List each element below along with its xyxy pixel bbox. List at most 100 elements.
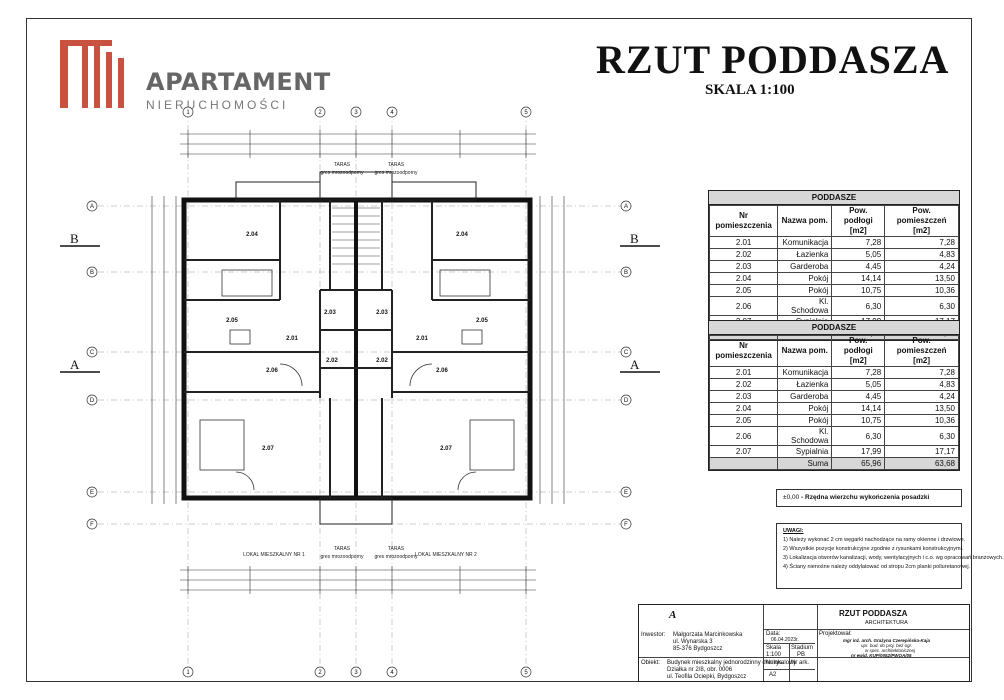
table-cell: 4,83: [884, 378, 959, 391]
room-label: 2.04: [246, 232, 258, 238]
designer-line: w spec. architektonicznej: [865, 648, 916, 653]
col-header: Nr pomieszczenia: [708, 205, 779, 237]
table-cell: 13,50: [884, 402, 959, 415]
room-label: 2.06: [266, 368, 278, 374]
room-label: 2.01: [286, 336, 298, 342]
object-label: Obiekt:: [641, 660, 661, 666]
section-marker: A: [630, 357, 640, 372]
title-block-drawing-title: RZUT PODDASZA: [839, 609, 908, 618]
table-cell: 2.01: [708, 366, 779, 379]
investor-line: ul. Wynarska 3: [673, 639, 713, 645]
designer-label: Projektował:: [819, 631, 852, 637]
table-cell: 6,30: [884, 426, 959, 446]
table-cell: 10,75: [831, 414, 886, 427]
table-cell: 17,99: [831, 445, 886, 458]
terrace-material: gres mrozoodporny: [320, 554, 364, 560]
unit-label: LOKAL MIESZKALNY NR 1: [243, 552, 305, 558]
brand-name: APARTAMENT: [146, 68, 331, 96]
grid-label: F: [90, 522, 94, 528]
title-block-divider: [639, 657, 969, 658]
table-cell: 2.04: [708, 272, 779, 285]
grid-label: 1: [186, 670, 190, 676]
table-cell: 7,28: [831, 236, 886, 249]
table-cell: 65,96: [831, 457, 886, 470]
title-block-logo: A: [669, 609, 677, 621]
title-block-discipline: ARCHITEKTURA: [865, 620, 908, 626]
grid-label: C: [90, 350, 95, 356]
designer-line: upr. bud. do proj. bez ogr.: [861, 643, 913, 648]
table-cell: 7,28: [884, 366, 959, 379]
table-cell: 13,50: [884, 272, 959, 285]
grid-label: D: [90, 398, 95, 404]
table-cell: 4,24: [884, 260, 959, 273]
table-cell: Pokój: [777, 272, 833, 285]
scale-label-tb: Skala: [766, 645, 782, 651]
room-label: 2.02: [376, 358, 388, 364]
designer-line: mgr inż. arch. Grażyna Czerepińska-Kaja: [843, 638, 931, 643]
section-marker: B: [630, 231, 639, 246]
grid-label: A: [90, 204, 94, 210]
table-cell: 2.05: [708, 284, 779, 297]
table-cell: 7,28: [831, 366, 886, 379]
table-cell: 10,36: [884, 414, 959, 427]
terrace-label: TARAS: [334, 546, 351, 552]
table-cell: Garderoba: [777, 390, 833, 403]
brand-subtitle: NIERUCHOMOŚCI: [146, 98, 289, 112]
sheet-no-label: Nr ark.: [791, 660, 809, 666]
room-label: 2.03: [376, 310, 388, 316]
table-cell: 2.02: [708, 378, 779, 391]
table-cell: 4,45: [831, 390, 886, 403]
table-cell: 2.06: [708, 296, 779, 316]
table-cell: Suma: [777, 457, 833, 470]
table-cell: 14,14: [831, 402, 886, 415]
room-label: 2.06: [436, 368, 448, 374]
table-cell: 2.02: [708, 248, 779, 261]
table-cell: 2.01: [708, 236, 779, 249]
date-value: 06.04.2023r.: [771, 637, 799, 643]
table-cell: Łazienka: [777, 378, 833, 391]
room-label: 2.02: [326, 358, 338, 364]
date-label: Data:: [766, 631, 781, 637]
page-title: RZUT PODDASZA: [596, 37, 950, 82]
drawing-frame: [26, 18, 972, 682]
grid-label: 2: [318, 110, 322, 116]
grid-label: 5: [524, 670, 528, 676]
col-header: Pow. podłogi [m2]: [831, 335, 886, 367]
notes-box: UWAGI: 1) Należy wykonać 2 cm węgarki na…: [776, 523, 1004, 589]
grid-label: B: [90, 270, 94, 276]
table-cell: Komunikacja: [777, 236, 833, 249]
col-header: Pow. pomieszczeń [m2]: [884, 335, 959, 367]
note-item: 2) Wszystkie pozycje konstrukcyjne zgodn…: [783, 546, 964, 552]
notes-heading: UWAGI:: [783, 528, 804, 534]
grid-label: A: [624, 204, 628, 210]
investor-line: Małgorzata Marcinkowska: [673, 632, 743, 638]
room-label: 2.03: [324, 310, 336, 316]
sheet-label: Nr rys.: [766, 660, 784, 666]
col-header: Pow. pomieszczeń [m2]: [884, 205, 959, 237]
grid-label: F: [624, 522, 628, 528]
title-block-divider: [789, 643, 790, 681]
grid-label: 1: [186, 110, 190, 116]
table-cell: 2.06: [708, 426, 779, 446]
table-cell: 10,36: [884, 284, 959, 297]
table-cell: Komunikacja: [777, 366, 833, 379]
grid-label: E: [624, 490, 628, 496]
table-cell: Kl. Schodowa: [777, 426, 833, 446]
floor-plan: 1 2 3 4 5 1 2 3 4 5 A B C D E F A B C D …: [60, 106, 660, 678]
room-label: 2.01: [416, 336, 428, 342]
table-cell: Pokój: [777, 284, 833, 297]
table-cell: Pokój: [777, 402, 833, 415]
note-item: 3) Lokalizacja otworów kanalizacji, wody…: [783, 555, 1004, 561]
room-label: 2.05: [226, 318, 238, 324]
brand-logo-mark-icon: [60, 40, 124, 108]
object-line: Budynek mieszkalny jednorodzinny dwuloka…: [667, 660, 797, 666]
title-block: A RZUT PODDASZA ARCHITEKTURA Inwestor: M…: [638, 604, 970, 682]
terrace-label: TARAS: [388, 162, 405, 168]
grid-label: 2: [318, 670, 322, 676]
investor-line: 85-376 Bydgoszcz: [673, 646, 723, 652]
